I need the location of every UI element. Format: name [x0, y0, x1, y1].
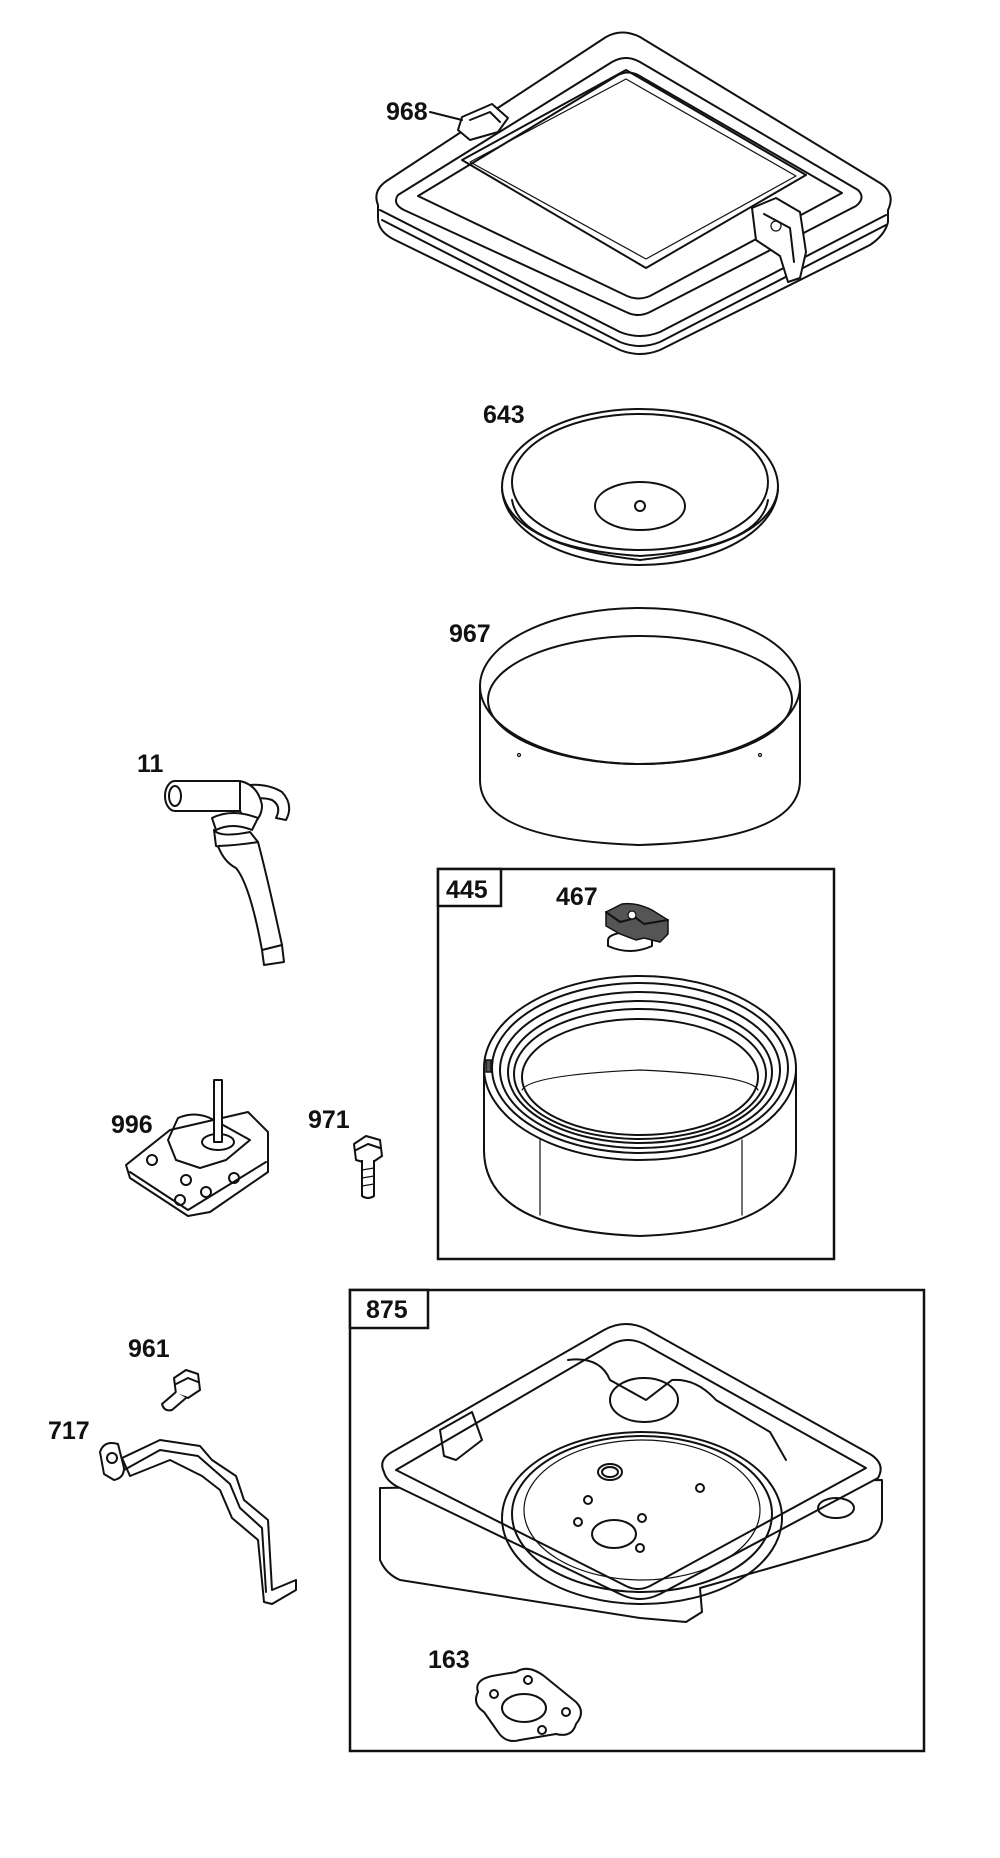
callout-11: 11 [137, 750, 164, 778]
callout-996: 996 [111, 1111, 153, 1139]
callout-445: 445 [446, 876, 488, 904]
kit-875-tag [348, 1288, 430, 1330]
part-717-bracket [99, 1439, 297, 1605]
part-467-knob [605, 902, 669, 952]
callout-961: 961 [128, 1335, 170, 1363]
part-445-cartridge [483, 975, 797, 1237]
callout-971: 971 [308, 1106, 350, 1134]
part-875-base [379, 1323, 883, 1623]
cover-latch-right [751, 197, 807, 283]
callout-163: 163 [428, 1646, 470, 1674]
part-11-tube [164, 780, 291, 966]
part-163-gasket [475, 1667, 582, 1742]
callout-643: 643 [483, 401, 525, 429]
callout-875: 875 [366, 1296, 408, 1324]
part-968-cover [375, 31, 892, 355]
part-971-screw [353, 1135, 383, 1199]
callout-967: 967 [449, 620, 491, 648]
kit-445-box [436, 867, 836, 1261]
part-961-screw [161, 1369, 201, 1412]
kit-875-box [348, 1288, 926, 1753]
part-967-sleeve [479, 607, 801, 846]
callout-467: 467 [556, 883, 598, 911]
part-643-plate [501, 408, 779, 566]
kit-445-tag [436, 867, 503, 908]
callout-968: 968 [386, 98, 428, 126]
part-996-bracket [125, 1079, 269, 1217]
cover-latch-left [457, 103, 509, 141]
callout-717: 717 [48, 1417, 90, 1445]
